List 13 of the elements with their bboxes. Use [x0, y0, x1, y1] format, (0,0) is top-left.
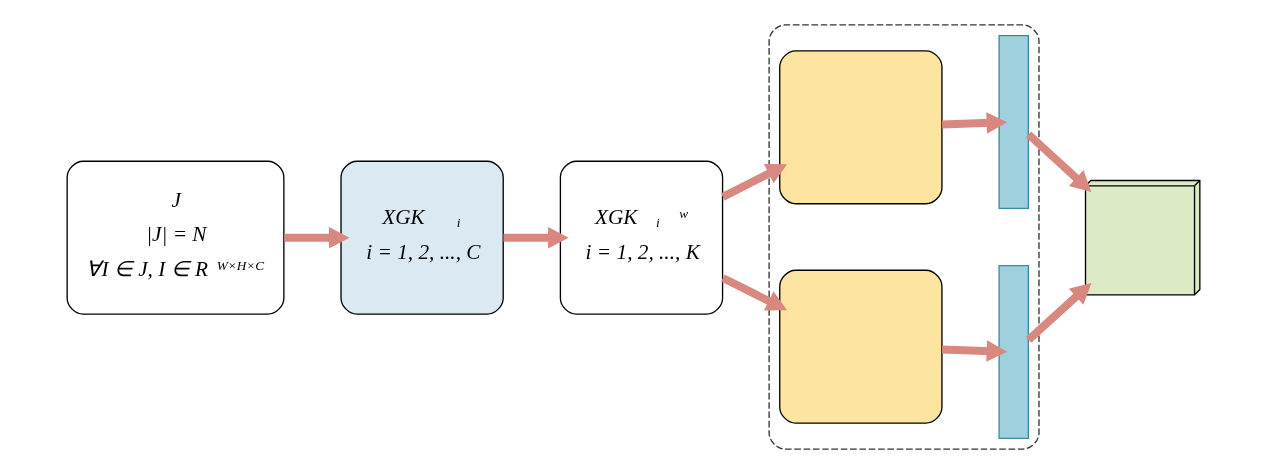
- arrow: [941, 111, 1008, 134]
- arrow: [941, 339, 1008, 362]
- arrow: [721, 273, 788, 311]
- node-bar: [998, 264, 1029, 439]
- arrow: [1025, 130, 1092, 192]
- arrow: [1025, 282, 1092, 343]
- node-box: [779, 269, 943, 424]
- cluster: [768, 23, 1040, 450]
- node-box: [779, 49, 943, 204]
- node-bar: [998, 34, 1029, 209]
- arrow: [503, 226, 569, 248]
- arrow: [284, 226, 350, 248]
- arrow: [721, 163, 788, 200]
